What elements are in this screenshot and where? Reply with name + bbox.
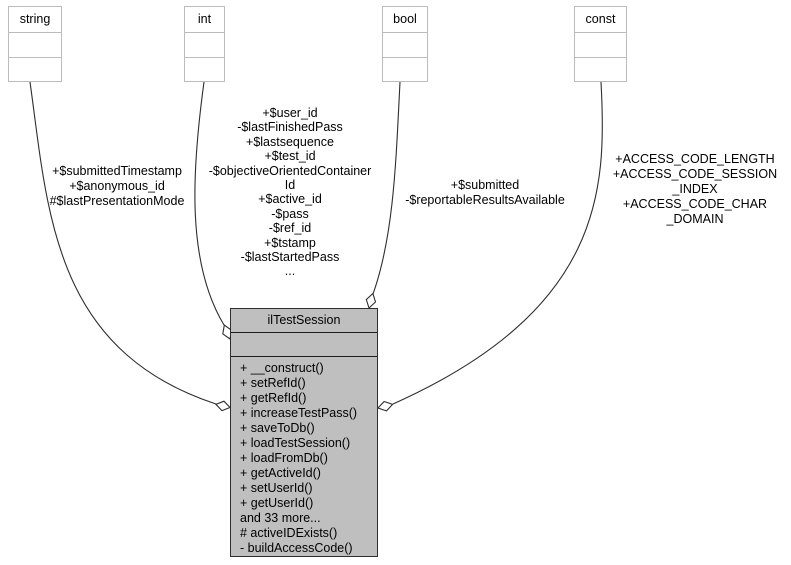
edge-label-bool-members: +$submitted -$reportableResultsAvailable [405,178,565,207]
class-node-title: string [19,12,51,26]
class-node-const: const [574,6,627,82]
attributes-compartment [575,32,626,57]
edge-const-aggregation [392,81,603,405]
method-row: # activeIDExists() [240,526,338,540]
class-node-title: int [197,12,212,26]
class-node-string: string [8,6,62,82]
method-row: + setRefId() [240,376,306,390]
edge-label-string-members: +$submittedTimestamp +$anonymous_id #$la… [49,164,185,208]
method-row: + __construct() [240,361,324,375]
method-row: + getActiveId() [240,466,321,480]
class-node-int: int [184,6,225,82]
attributes-compartment [383,32,427,57]
class-node-ilTestSession[interactable]: ilTestSession + __construct() + setRefId… [230,308,378,557]
method-row: + loadFromDb() [240,451,328,465]
edge-label-int-members: +$user_id -$lastFinishedPass +$lastseque… [208,106,372,279]
attributes-compartment [185,32,224,57]
aggregation-diamond-bool [365,292,377,309]
edge-int-aggregation [194,81,225,326]
edge-string-aggregation [29,81,217,405]
methods-compartment [383,56,427,82]
method-row: + getRefId() [240,391,307,405]
class-title: ilTestSession [231,309,377,333]
aggregation-diamond-string [214,400,231,412]
method-row: + loadTestSession() [240,436,351,450]
methods-compartment [185,56,224,82]
class-node-bool: bool [382,6,428,82]
methods-compartment [9,56,61,82]
edge-label-const-members: +ACCESS_CODE_LENGTH +ACCESS_CODE_SESSION… [612,152,778,226]
method-row: + increaseTestPass() [240,406,358,420]
methods-compartment [575,56,626,82]
methods-compartment: + __construct() + setRefId() + getRefId(… [231,357,377,556]
edge-bool-aggregation [372,81,401,295]
aggregation-diamond-const [377,400,394,412]
class-node-title: bool [393,12,417,26]
method-row: + getUserId() [240,496,314,510]
method-row: + saveToDb() [240,421,315,435]
attributes-compartment [9,32,61,57]
method-row: - buildAccessCode() [240,541,353,555]
class-node-title: const [585,12,616,26]
method-row: + setUserId() [240,481,313,495]
method-row: and 33 more... [240,511,321,525]
attributes-compartment [231,333,377,357]
